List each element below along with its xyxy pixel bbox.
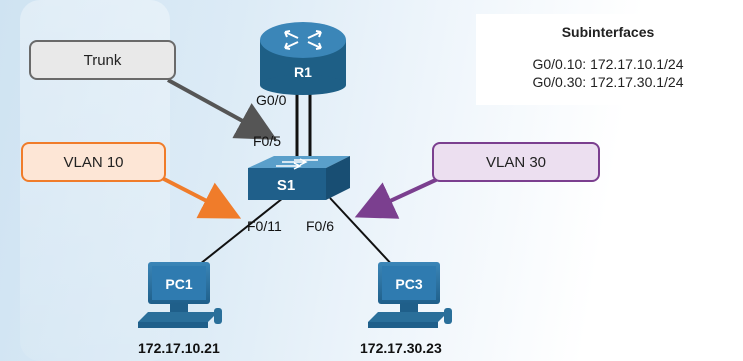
vlan10-arrow <box>159 175 242 219</box>
vlan30-callout: VLAN 30 <box>432 142 600 182</box>
vlan30-arrow <box>354 176 441 219</box>
vlan10-callout-label: VLAN 10 <box>63 153 124 171</box>
switch-port-pc1-label: F0/11 <box>247 218 282 234</box>
vlan30-callout-label: VLAN 30 <box>485 153 547 171</box>
subinterface-line-10: G0/0.10: 172.17.10.1/24 <box>532 56 684 72</box>
pc1-icon <box>138 262 222 328</box>
pc1-name: PC1 <box>165 276 192 292</box>
link-pc1 <box>194 197 284 269</box>
router-name: R1 <box>294 64 312 80</box>
vlan10-callout: VLAN 10 <box>21 142 166 182</box>
router-port-label: G0/0 <box>256 92 287 108</box>
subinterfaces-box: Subinterfaces G0/0.10: 172.17.10.1/24 G0… <box>476 14 740 105</box>
switch-uplink-port-label: F0/5 <box>253 133 281 149</box>
pc3-icon <box>368 262 452 328</box>
subinterfaces-title: Subinterfaces <box>561 24 655 40</box>
switch-icon <box>248 156 350 200</box>
switch-port-pc3-label: F0/6 <box>306 218 334 234</box>
trunk-callout-label: Trunk <box>83 51 122 69</box>
pc3-name: PC3 <box>395 276 422 292</box>
trunk-callout: Trunk <box>29 40 176 80</box>
trunk-arrow <box>167 78 278 140</box>
pc1-ip: 172.17.10.21 <box>138 340 220 356</box>
subinterface-line-30: G0/0.30: 172.17.30.1/24 <box>532 74 684 90</box>
link-pc3 <box>329 197 396 269</box>
pc3-ip: 172.17.30.23 <box>360 340 442 356</box>
switch-name: S1 <box>277 177 295 194</box>
router-icon <box>260 22 346 95</box>
